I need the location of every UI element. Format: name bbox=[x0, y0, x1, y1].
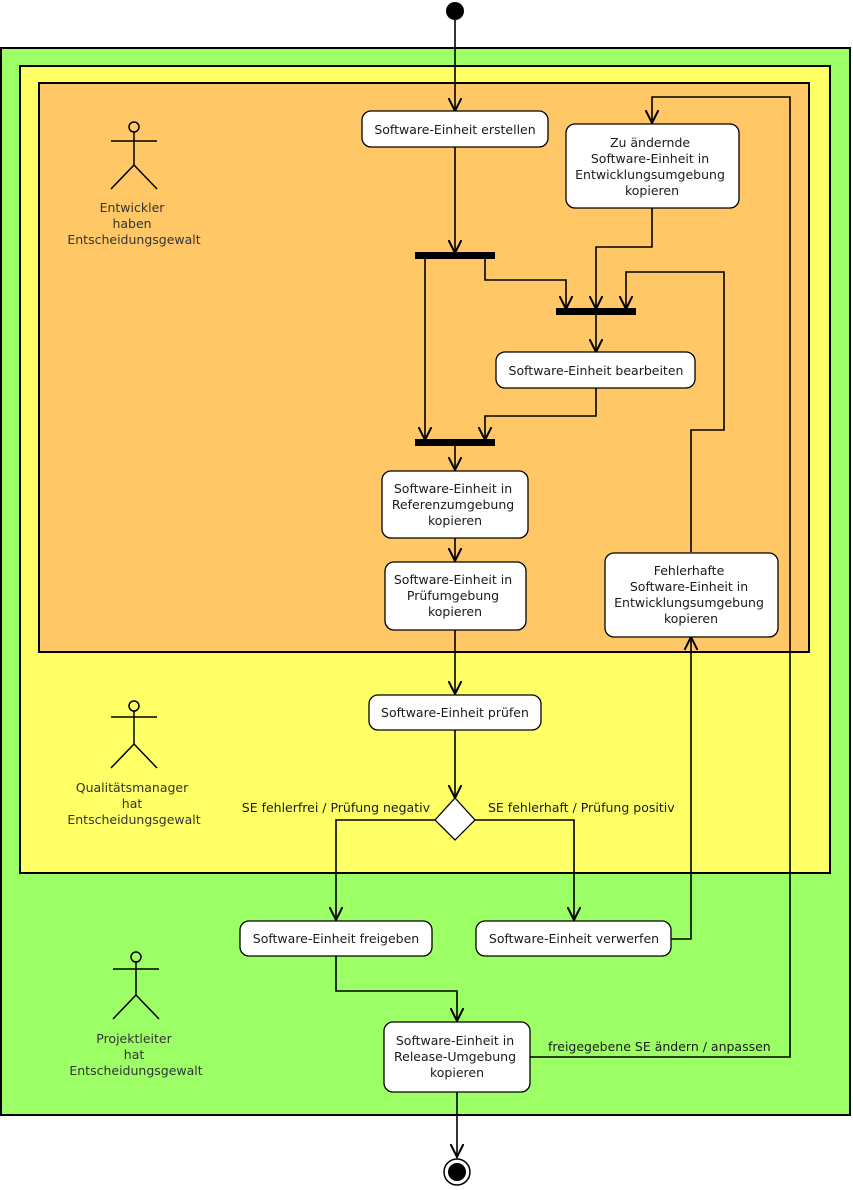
activity-box bbox=[368, 694, 542, 731]
activity-label-line: Prüfumgebung bbox=[407, 588, 499, 603]
activity-freigeben: Software-Einheit freigeben bbox=[239, 920, 433, 957]
actor-label-line: Entscheidungsgewalt bbox=[67, 812, 200, 827]
join-bar-bearbeiten bbox=[556, 308, 636, 315]
edge-verwerfen-fehlerhafte bbox=[671, 637, 691, 940]
activity-label-line: Software-Einheit verwerfen bbox=[489, 931, 659, 946]
edge-decision-verwerfen bbox=[475, 819, 574, 920]
activity-box bbox=[604, 552, 779, 638]
activity-aendernde-kopieren: Zu ändernde Software-Einheit in Entwickl… bbox=[565, 123, 740, 209]
edge-aendernde-join1 bbox=[596, 208, 653, 309]
activity-label: Fehlerhafte Software-Einheit in Entwickl… bbox=[614, 563, 768, 626]
actor-label-line: hat bbox=[124, 1047, 145, 1062]
activity-box bbox=[239, 920, 433, 957]
activity-label-line: Software-Einheit in bbox=[396, 1033, 514, 1048]
actor-qualitaetsmanager bbox=[110, 700, 158, 769]
actor-entwickler bbox=[110, 121, 158, 190]
activity-label: Software-Einheit prüfen bbox=[381, 705, 529, 720]
activity-pruefen: Software-Einheit prüfen bbox=[368, 694, 542, 731]
activity-label-line: kopieren bbox=[428, 604, 482, 619]
activity-label-line: Entwicklungsumgebung bbox=[614, 595, 764, 610]
activity-box bbox=[361, 110, 549, 148]
activity-label-line: Software-Einheit bearbeiten bbox=[509, 363, 684, 378]
edge-fork-join1 bbox=[484, 258, 566, 309]
activity-erstellen: Software-Einheit erstellen bbox=[361, 110, 549, 148]
edge-fehlerhafte-join1 bbox=[626, 271, 725, 552]
activity-label-line: Release-Umgebung bbox=[394, 1049, 516, 1064]
activity-box bbox=[383, 1021, 531, 1093]
activity-label: Zu ändernde Software-Einheit in Entwickl… bbox=[575, 135, 729, 198]
activity-label: Software-Einheit erstellen bbox=[374, 122, 535, 137]
edge-decision-freigeben bbox=[336, 819, 435, 920]
actor-label-line: Entwickler bbox=[100, 200, 166, 215]
activity-label-line: Software-Einheit in bbox=[394, 481, 512, 496]
actor-label-line: Projektleiter bbox=[96, 1031, 172, 1046]
decision-node bbox=[434, 797, 476, 841]
fork-bar bbox=[415, 252, 495, 259]
edges bbox=[335, 20, 791, 1157]
actor-label-line: Entscheidungsgewalt bbox=[67, 232, 200, 247]
activity-fehlerhafte-kopieren: Fehlerhafte Software-Einheit in Entwickl… bbox=[604, 552, 779, 638]
activity-label: Software-Einheit in Referenzumgebung kop… bbox=[392, 481, 518, 528]
actor-label-projektleiter: Projektleiter hat Entscheidungsgewalt bbox=[69, 1031, 202, 1078]
activity-verwerfen: Software-Einheit verwerfen bbox=[475, 920, 672, 957]
actor-label-line: haben bbox=[112, 216, 151, 231]
activity-release-kopieren: Software-Einheit in Release-Umgebung kop… bbox=[383, 1021, 531, 1093]
actor-label-line: hat bbox=[122, 796, 143, 811]
activity-label-line: Referenzumgebung bbox=[392, 497, 514, 512]
activity-label-line: kopieren bbox=[625, 183, 679, 198]
activity-bearbeiten: Software-Einheit bearbeiten bbox=[495, 351, 696, 389]
activity-label-line: kopieren bbox=[428, 513, 482, 528]
activity-referenz-kopieren: Software-Einheit in Referenzumgebung kop… bbox=[381, 470, 529, 539]
activity-label-line: Software-Einheit in bbox=[591, 151, 709, 166]
guard-aendern: freigegebene SE ändern / anpassen bbox=[548, 1039, 771, 1054]
join-bar-referenz bbox=[415, 439, 495, 446]
activity-label: Software-Einheit bearbeiten bbox=[509, 363, 684, 378]
activity-label-line: kopieren bbox=[430, 1065, 484, 1080]
guard-fehlerfrei: SE fehlerfrei / Prüfung negativ bbox=[242, 800, 431, 815]
actor-label-entwickler: Entwickler haben Entscheidungsgewalt bbox=[67, 200, 200, 247]
activity-label: Software-Einheit verwerfen bbox=[489, 931, 659, 946]
activity-label-line: Software-Einheit prüfen bbox=[381, 705, 529, 720]
activity-label-line: Software-Einheit in bbox=[630, 579, 748, 594]
activity-label: Software-Einheit freigeben bbox=[253, 931, 419, 946]
actor-label-line: Entscheidungsgewalt bbox=[69, 1063, 202, 1078]
activity-label: Software-Einheit in Prüfumgebung kopiere… bbox=[394, 572, 516, 619]
actor-label-qualitaetsmanager: Qualitätsmanager hat Entscheidungsgewalt bbox=[67, 780, 200, 827]
activity-box bbox=[475, 920, 672, 957]
activity-label: Software-Einheit in Release-Umgebung kop… bbox=[394, 1033, 520, 1080]
edge-freigeben-release bbox=[335, 956, 457, 1021]
activity-box bbox=[384, 561, 527, 631]
activity-pruefumgebung-kopieren: Software-Einheit in Prüfumgebung kopiere… bbox=[384, 561, 527, 631]
activity-label-line: Software-Einheit erstellen bbox=[374, 122, 535, 137]
actor-projektleiter bbox=[112, 951, 160, 1020]
final-node-dot bbox=[448, 1163, 466, 1181]
activity-label-line: Zu ändernde bbox=[610, 135, 690, 150]
actor-label-line: Qualitätsmanager bbox=[76, 780, 189, 795]
activity-label-line: Entwicklungsumgebung bbox=[575, 167, 725, 182]
final-node bbox=[443, 1158, 471, 1186]
initial-node bbox=[446, 2, 464, 20]
edge-bearbeiten-join2 bbox=[485, 388, 597, 440]
activity-box bbox=[495, 351, 696, 389]
activity-label-line: kopieren bbox=[664, 611, 718, 626]
activity-box bbox=[381, 470, 529, 539]
activity-label-line: Software-Einheit in bbox=[394, 572, 512, 587]
edge-release-aendernde bbox=[530, 96, 791, 1058]
activity-label-line: Software-Einheit freigeben bbox=[253, 931, 419, 946]
activity-box bbox=[565, 123, 740, 209]
guard-fehlerhaft: SE fehlerhaft / Prüfung positiv bbox=[488, 800, 675, 815]
activity-label-line: Fehlerhafte bbox=[654, 563, 725, 578]
